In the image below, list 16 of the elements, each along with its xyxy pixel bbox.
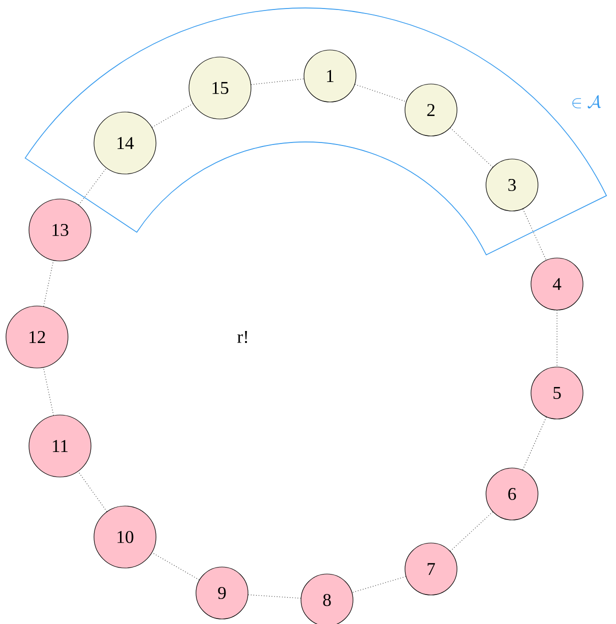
- dotted-line: [78, 471, 108, 512]
- dotted-line: [522, 416, 547, 470]
- center-label: r!: [237, 330, 248, 344]
- dotted-line: [250, 78, 304, 85]
- dotted-line: [152, 103, 194, 128]
- dotted-line: [450, 512, 493, 552]
- dotted-line: [152, 552, 200, 580]
- dotted-line: [352, 576, 406, 593]
- dotted-line: [556, 310, 558, 367]
- dotted-line: [354, 84, 406, 102]
- dotted-line: [43, 260, 54, 307]
- dotted-line: [522, 208, 546, 260]
- dotted-line: [43, 367, 54, 416]
- dotted-line: [78, 168, 107, 206]
- dotted-line: [248, 594, 302, 599]
- dotted-line: [450, 128, 493, 168]
